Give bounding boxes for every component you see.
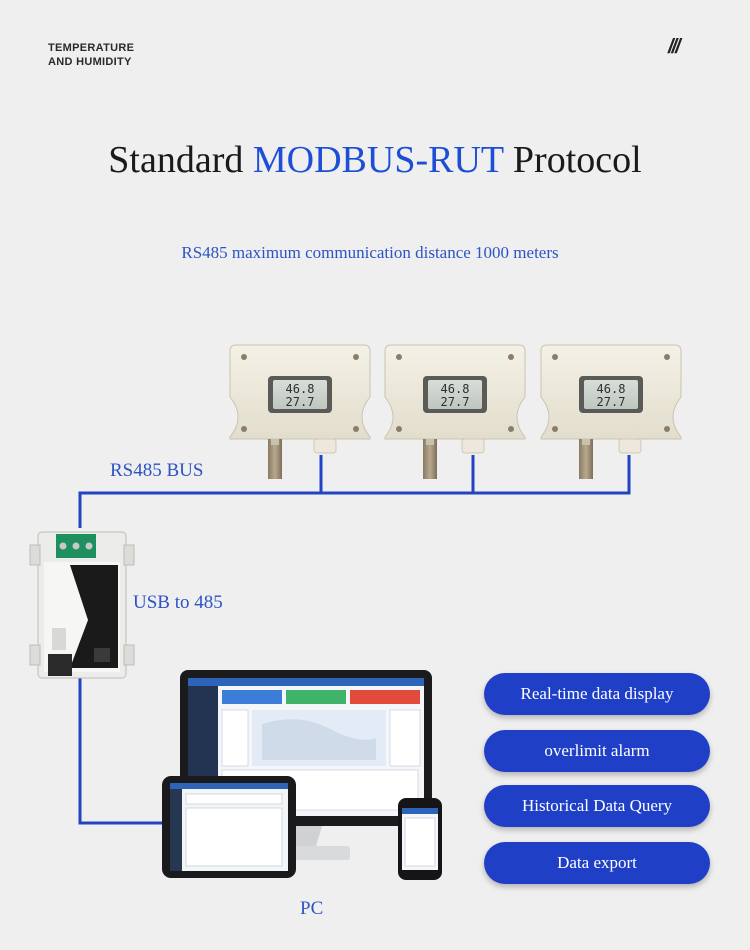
lcd-humidity: 46.8 — [286, 382, 315, 396]
smartphone — [398, 798, 442, 880]
pc-label: PC — [300, 898, 324, 919]
title-part-2: MODBUS-RUT — [252, 139, 504, 181]
tablet — [162, 776, 296, 878]
sensor-device: 46.8 27.7 — [384, 344, 526, 479]
converter-label: USB to 485 — [133, 592, 223, 613]
brand-line-2: AND HUMIDITY — [48, 56, 132, 68]
feature-realtime-display: Real-time data display — [484, 673, 710, 715]
feature-data-export: Data export — [484, 842, 710, 884]
page-title: Standard MODBUS-RUT Protocol — [0, 138, 750, 182]
bus-wiring — [78, 455, 631, 825]
brand-line-1: TEMPERATURE — [48, 42, 135, 54]
subtitle: RS485 maximum communication distance 100… — [181, 243, 559, 262]
brand-mark: /// — [668, 36, 681, 58]
sensor-device: 46.8 27.7 — [540, 344, 682, 479]
lcd-temperature: 27.7 — [441, 395, 470, 409]
title-part-1: Standard — [108, 139, 244, 181]
lcd-humidity: 46.8 — [597, 382, 626, 396]
lcd-humidity: 46.8 — [441, 382, 470, 396]
lcd-temperature: 27.7 — [286, 395, 315, 409]
feature-overlimit-alarm: overlimit alarm — [484, 730, 710, 772]
sensor-device: 46.8 27.7 — [229, 344, 371, 479]
feature-historical-query: Historical Data Query — [484, 785, 710, 827]
title-part-3: Protocol — [512, 139, 642, 181]
brand-label: TEMPERATURE AND HUMIDITY — [48, 41, 134, 69]
rs485-bus-label: RS485 BUS — [110, 460, 204, 481]
usb-485-converter — [29, 531, 135, 679]
lcd-temperature: 27.7 — [597, 395, 626, 409]
